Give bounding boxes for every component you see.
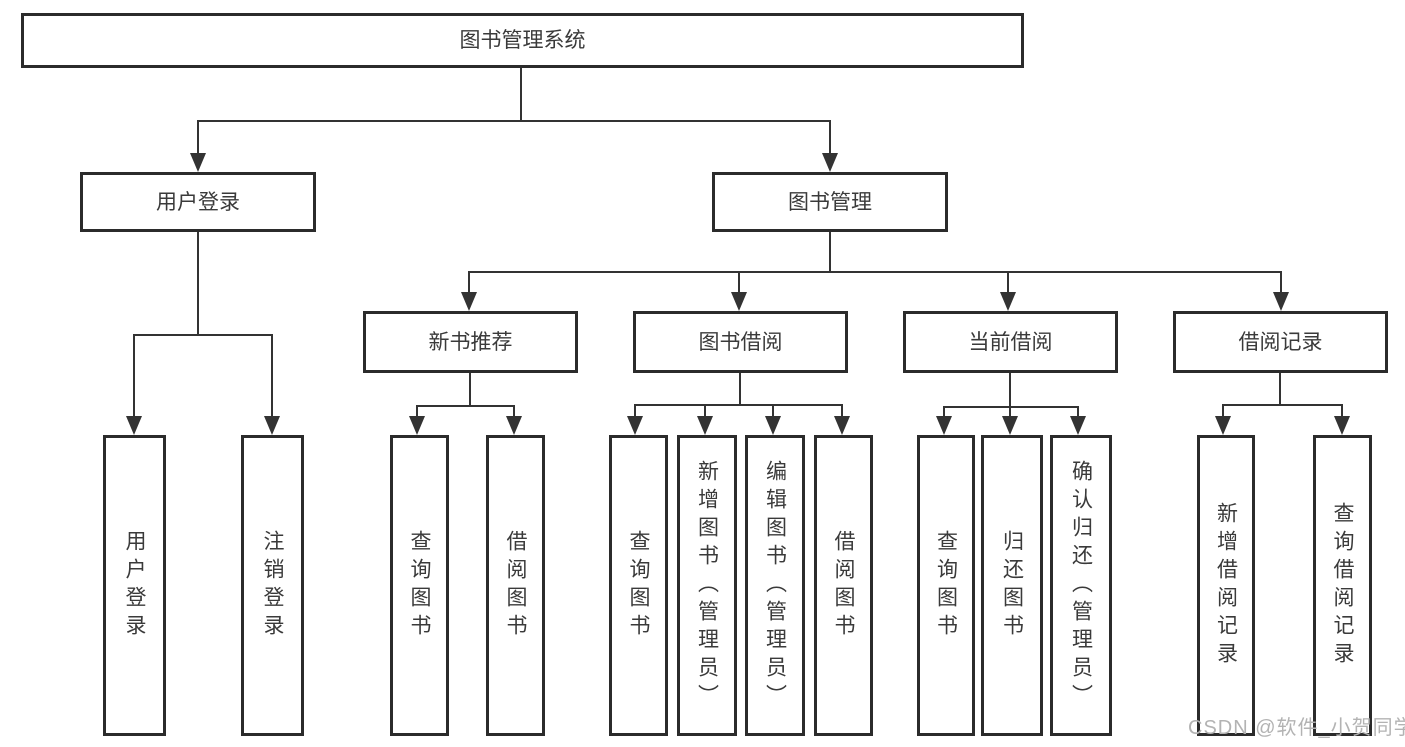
arrow-down-icon [1000, 292, 1016, 311]
connector-line [1009, 406, 1011, 418]
leaf-borrow-borrow-books: 借阅图书 [814, 435, 873, 736]
connector-line [513, 405, 515, 419]
arrow-down-icon [627, 416, 643, 435]
arrow-down-icon [1002, 416, 1018, 435]
arrow-down-icon [1215, 416, 1231, 435]
connector-line [943, 406, 1079, 408]
arrow-down-icon [1334, 416, 1350, 435]
connector-line [1077, 406, 1079, 418]
connector-line [841, 404, 843, 418]
arrow-down-icon [409, 416, 425, 435]
connector-line [416, 405, 515, 407]
arrow-down-icon [731, 292, 747, 311]
arrow-down-icon [822, 153, 838, 172]
arrow-down-icon [1273, 292, 1289, 311]
connector-line [738, 271, 740, 295]
connector-line [704, 404, 706, 418]
leaf-borrow-edit-books-admin: 编辑图书（管理员） [745, 435, 805, 736]
arrow-down-icon [461, 292, 477, 311]
connector-line [469, 373, 471, 407]
node-current-borrow: 当前借阅 [903, 311, 1118, 373]
leaf-recommend-borrow-books: 借阅图书 [486, 435, 545, 736]
connector-line [197, 120, 199, 155]
leaf-current-return-books: 归还图书 [981, 435, 1043, 736]
connector-line [468, 271, 470, 295]
connector-line [271, 334, 273, 418]
arrow-down-icon [506, 416, 522, 435]
connector-line [829, 120, 831, 155]
leaf-current-query-books: 查询图书 [917, 435, 975, 736]
connector-line [1222, 404, 1343, 406]
leaf-logout: 注销登录 [241, 435, 304, 736]
watermark: CSDN @软件_小贺同学 [1188, 717, 1405, 739]
connector-line [634, 404, 843, 406]
arrow-down-icon [264, 416, 280, 435]
node-new-book-recommend: 新书推荐 [363, 311, 578, 373]
arrow-down-icon [936, 416, 952, 435]
arrow-down-icon [1070, 416, 1086, 435]
node-borrow-records: 借阅记录 [1173, 311, 1388, 373]
leaf-recommend-query-books: 查询图书 [390, 435, 449, 736]
connector-line [197, 232, 199, 336]
arrow-down-icon [697, 416, 713, 435]
connector-line [520, 68, 522, 121]
node-book-borrow: 图书借阅 [633, 311, 848, 373]
node-root: 图书管理系统 [21, 13, 1024, 68]
leaf-borrow-query-books: 查询图书 [609, 435, 668, 736]
connector-line [1280, 271, 1282, 295]
connector-line [1222, 404, 1224, 418]
arrow-down-icon [834, 416, 850, 435]
leaf-current-confirm-return-admin: 确认归还（管理员） [1050, 435, 1112, 736]
connector-line [1341, 404, 1343, 418]
connector-line [772, 404, 774, 418]
connector-line [133, 334, 135, 418]
connector-line [197, 120, 831, 122]
connector-line [133, 334, 273, 336]
connector-line [416, 405, 418, 419]
node-user-login: 用户登录 [80, 172, 316, 232]
connector-line [829, 232, 831, 273]
connector-line [634, 404, 636, 418]
connector-line [1279, 373, 1281, 406]
arrow-down-icon [765, 416, 781, 435]
arrow-down-icon [126, 416, 142, 435]
connector-line [1009, 373, 1011, 408]
leaf-user-login: 用户登录 [103, 435, 166, 736]
connector-line [1007, 271, 1009, 295]
node-book-management: 图书管理 [712, 172, 948, 232]
connector-line [739, 373, 741, 406]
leaf-borrow-add-books-admin: 新增图书（管理员） [677, 435, 737, 736]
leaf-records-query-record: 查询借阅记录 [1313, 435, 1372, 736]
connector-line [468, 271, 1282, 273]
connector-line [943, 406, 945, 418]
arrow-down-icon [190, 153, 206, 172]
leaf-records-add-record: 新增借阅记录 [1197, 435, 1255, 736]
